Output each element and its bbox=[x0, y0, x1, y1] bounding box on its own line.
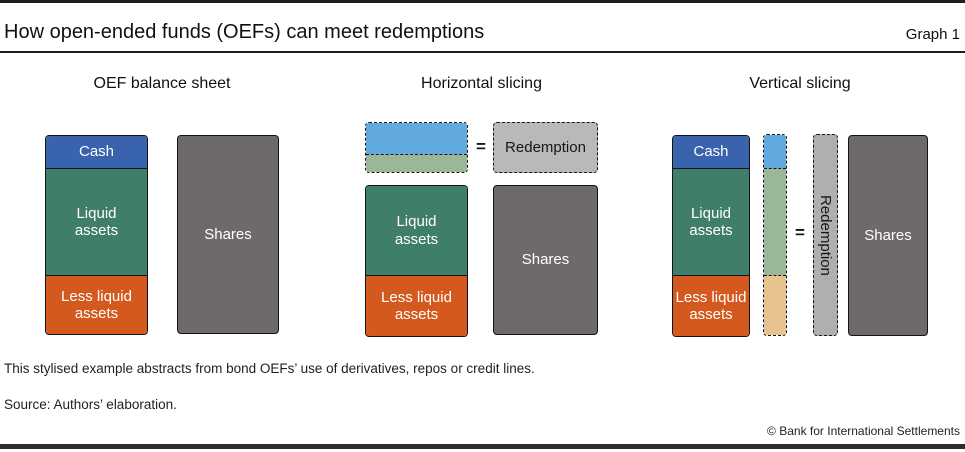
vertical-slice-bar bbox=[763, 134, 787, 336]
slice-liquid-portion bbox=[764, 168, 786, 275]
horizontal-slice-box bbox=[365, 122, 468, 173]
liquid-assets-label: Liquid assets bbox=[74, 204, 119, 239]
liquid-assets-segment: Liquid assets bbox=[366, 186, 467, 276]
less-liquid-assets-segment: Less liquid assets bbox=[366, 276, 467, 336]
less-liquid-assets-segment: Less liquid assets bbox=[46, 276, 147, 334]
slice-cash-portion bbox=[764, 135, 786, 168]
balance-sheet-assets-bar: Cash Liquid assets Less liquid assets bbox=[45, 135, 148, 335]
liquid-assets-label: Liquid assets bbox=[689, 204, 733, 239]
slice-liquid-portion bbox=[366, 154, 467, 172]
panel-title-vertical-slicing: Vertical slicing bbox=[749, 75, 851, 92]
cash-segment: Cash bbox=[46, 136, 147, 169]
liquid-assets-label: Liquid assets bbox=[394, 213, 439, 248]
redemption-label: Redemption bbox=[505, 139, 586, 156]
less-liquid-assets-segment: Less liquid assets bbox=[673, 276, 749, 336]
cash-segment: Cash bbox=[673, 136, 749, 169]
vertical-shares-bar: Shares bbox=[848, 135, 928, 336]
source-note: Source: Authors’ elaboration. bbox=[4, 397, 177, 412]
horizontal-remaining-assets-bar: Liquid assets Less liquid assets bbox=[365, 185, 468, 337]
top-rule bbox=[0, 0, 965, 3]
redemption-box: Redemption bbox=[493, 122, 598, 173]
footnote: This stylised example abstracts from bon… bbox=[4, 361, 535, 376]
liquid-assets-segment: Liquid assets bbox=[46, 169, 147, 276]
panel-title-balance-sheet: OEF balance sheet bbox=[93, 75, 231, 92]
bottom-rule bbox=[0, 444, 965, 449]
shares-label: Shares bbox=[864, 226, 912, 244]
vertical-assets-bar: Cash Liquid assets Less liquid assets bbox=[672, 135, 750, 337]
shares-label: Shares bbox=[204, 225, 252, 243]
less-liquid-assets-label: Less liquid assets bbox=[675, 288, 747, 323]
graph-number-label: Graph 1 bbox=[905, 26, 960, 43]
title-rule bbox=[0, 51, 965, 53]
panel-title-horizontal-slicing: Horizontal slicing bbox=[421, 75, 542, 92]
cash-label: Cash bbox=[78, 143, 115, 161]
slice-less-liquid-portion bbox=[764, 275, 786, 335]
liquid-assets-segment: Liquid assets bbox=[673, 169, 749, 276]
slice-cash-portion bbox=[366, 123, 467, 154]
copyright-notice: © Bank for International Settlements bbox=[767, 424, 960, 438]
equals-sign: = bbox=[795, 223, 805, 242]
less-liquid-assets-label: Less liquid assets bbox=[61, 287, 132, 322]
redemption-bar: Redemption bbox=[813, 134, 838, 336]
shares-label: Shares bbox=[521, 251, 570, 269]
balance-sheet-shares-bar: Shares bbox=[177, 135, 279, 334]
equals-sign: = bbox=[476, 137, 486, 156]
cash-label: Cash bbox=[693, 143, 729, 161]
less-liquid-assets-label: Less liquid assets bbox=[381, 288, 452, 323]
page-title: How open-ended funds (OEFs) can meet red… bbox=[4, 21, 485, 43]
horizontal-shares-bar: Shares bbox=[493, 185, 598, 335]
redemption-label: Redemption bbox=[817, 194, 834, 276]
